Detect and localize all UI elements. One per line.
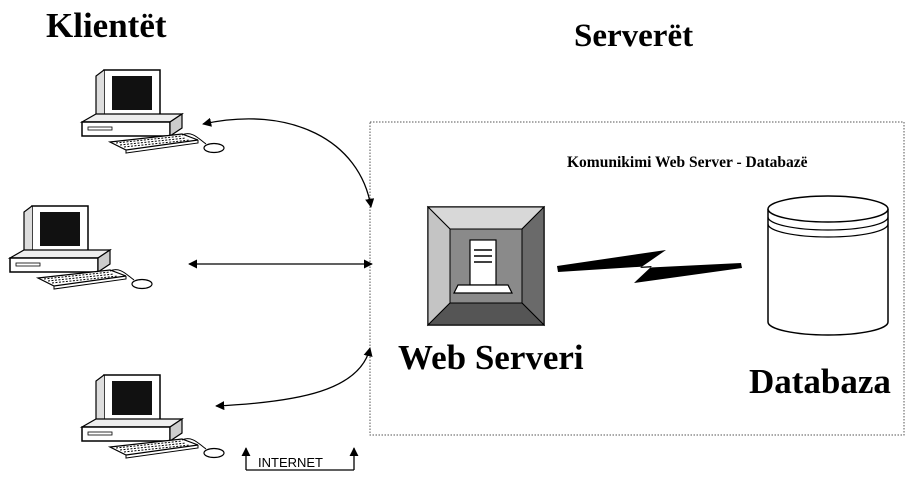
internet-bracket (241, 447, 359, 471)
client-3-connection-arrow (215, 347, 373, 411)
web-server-label: Web Serveri (398, 338, 584, 377)
client-computer-3-icon (81, 374, 225, 459)
client-computer-1-icon (81, 69, 225, 154)
internet-label: INTERNET (258, 455, 323, 470)
client-computer-2-icon (9, 205, 153, 290)
servers-title: Serverët (574, 18, 694, 54)
client-1-connection-arrow (202, 117, 375, 208)
clients-title: Klientët (46, 6, 167, 45)
database-cylinder-icon (767, 195, 889, 336)
database-label: Databaza (749, 362, 891, 401)
lightning-link-icon (557, 250, 742, 283)
communication-label: Komunikimi Web Server - Databazë (567, 154, 808, 171)
web-server-icon (426, 205, 546, 327)
server-area-box (369, 121, 905, 436)
